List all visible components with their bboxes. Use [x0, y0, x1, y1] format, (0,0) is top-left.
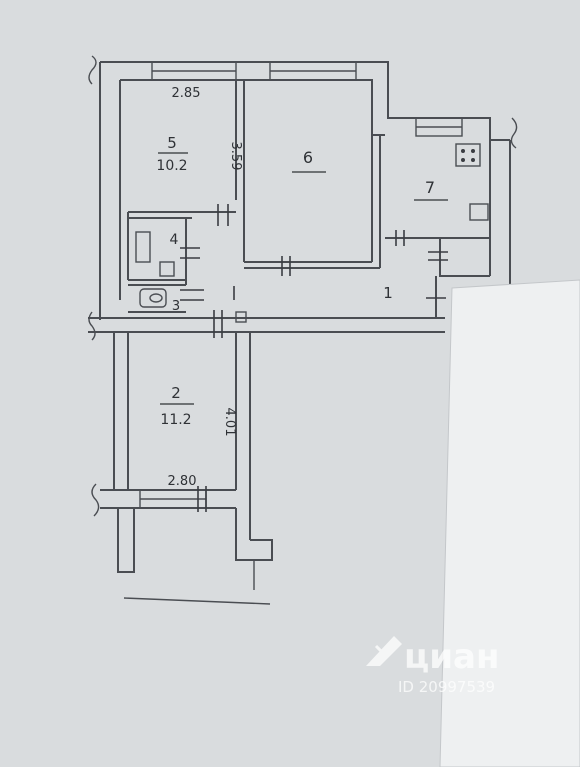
room-5-area: 10.2 [156, 158, 187, 174]
fixtures [135, 143, 489, 323]
room-1-number: 1 [383, 284, 393, 302]
room-6-number: 6 [303, 148, 313, 167]
balcony-stub-right [235, 508, 273, 561]
room-labels: 5 10.2 6 7 4 3 1 2 11.2 [156, 134, 448, 428]
room-4-number: 4 [170, 232, 179, 248]
toilet-icon [139, 288, 167, 308]
balcony-stub-left [117, 508, 135, 573]
dim-room5-width: 2.85 [172, 86, 201, 101]
room-2-area: 11.2 [160, 412, 191, 428]
dim-room2-width: 2.80 [168, 474, 197, 489]
top-wall-inner [120, 79, 385, 136]
watermark: циан ID 20997539 [366, 636, 499, 696]
dimension-labels: 2.85 3.59 2.80 4.01 [168, 86, 243, 489]
interior-partitions [127, 80, 490, 318]
bottom-baseline [123, 597, 271, 605]
outer-walls [88, 55, 518, 605]
watermark-id: ID 20997539 [398, 678, 495, 696]
vent-icon [235, 311, 247, 323]
kitchen-sink-icon [469, 203, 489, 221]
cian-logo-icon [366, 636, 402, 666]
room-5-number: 5 [167, 134, 177, 152]
watermark-brand: циан [404, 637, 499, 677]
wall-break-mark-right [510, 117, 518, 149]
dim-room2-length: 4.01 [222, 408, 237, 437]
sink-icon [159, 261, 175, 277]
overlay-paper-sheet [439, 279, 580, 767]
wall-break-mark-bottom [91, 483, 100, 517]
room7-niche [439, 238, 490, 277]
door-marks [180, 204, 448, 512]
room-7-number: 7 [425, 178, 435, 197]
bathtub-icon [135, 231, 151, 263]
dim-room5-length: 3.59 [228, 142, 243, 171]
wall-break-mark [88, 55, 97, 85]
room-3-number: 3 [172, 299, 180, 314]
room-2-number: 2 [171, 384, 181, 402]
stove-icon [455, 143, 481, 167]
wall-break-mark-mid [88, 311, 96, 341]
